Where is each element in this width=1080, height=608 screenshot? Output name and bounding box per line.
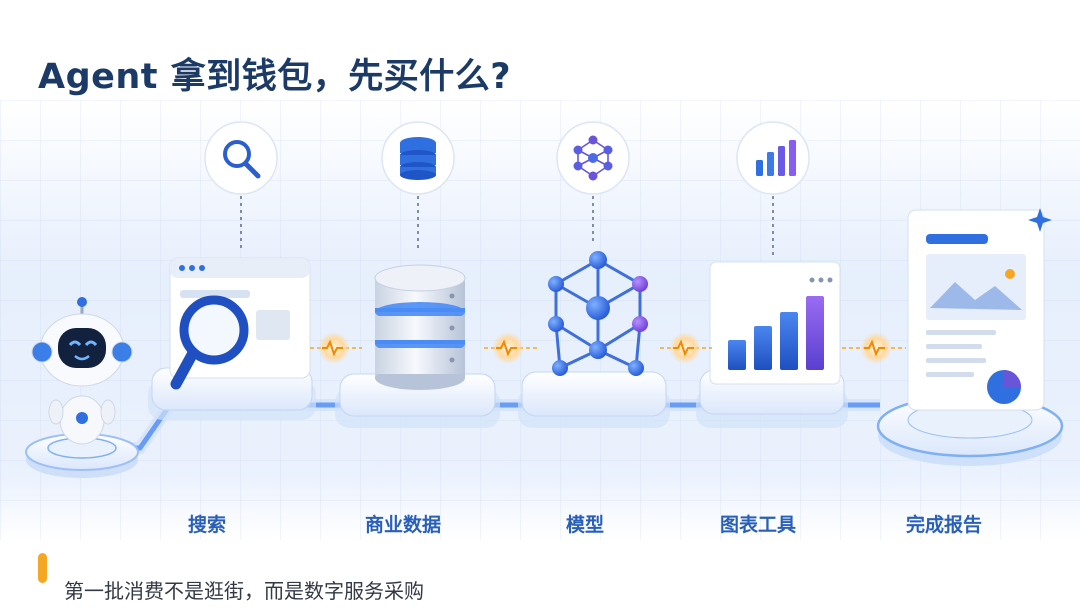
- robot-agent: [25, 297, 139, 478]
- footer-accent-bar: [38, 553, 47, 583]
- platform-model: [518, 251, 670, 428]
- platform-database: [335, 264, 500, 428]
- page-title: Agent 拿到钱包，先买什么?: [38, 57, 512, 97]
- step-label-chart-tools: 图表工具: [719, 514, 796, 536]
- step-label-business-data: 商业数据: [364, 514, 441, 536]
- step-label-search: 搜索: [187, 514, 226, 536]
- platform-search: [148, 257, 316, 420]
- platform-chart: [696, 261, 848, 428]
- report-icon: [876, 208, 1064, 466]
- pulse-connectors: [310, 332, 906, 364]
- bar-chart-icon: [736, 121, 810, 195]
- icon-dashed-links: [240, 196, 774, 255]
- footer-caption: 第一批消费不是逛街，而是数字服务采购: [64, 579, 424, 603]
- step-label-model: 模型: [565, 514, 604, 536]
- step-label-report: 完成报告: [905, 514, 982, 536]
- database-icon: [381, 121, 455, 195]
- search-icon: [204, 121, 278, 195]
- network-model-icon: [556, 121, 630, 195]
